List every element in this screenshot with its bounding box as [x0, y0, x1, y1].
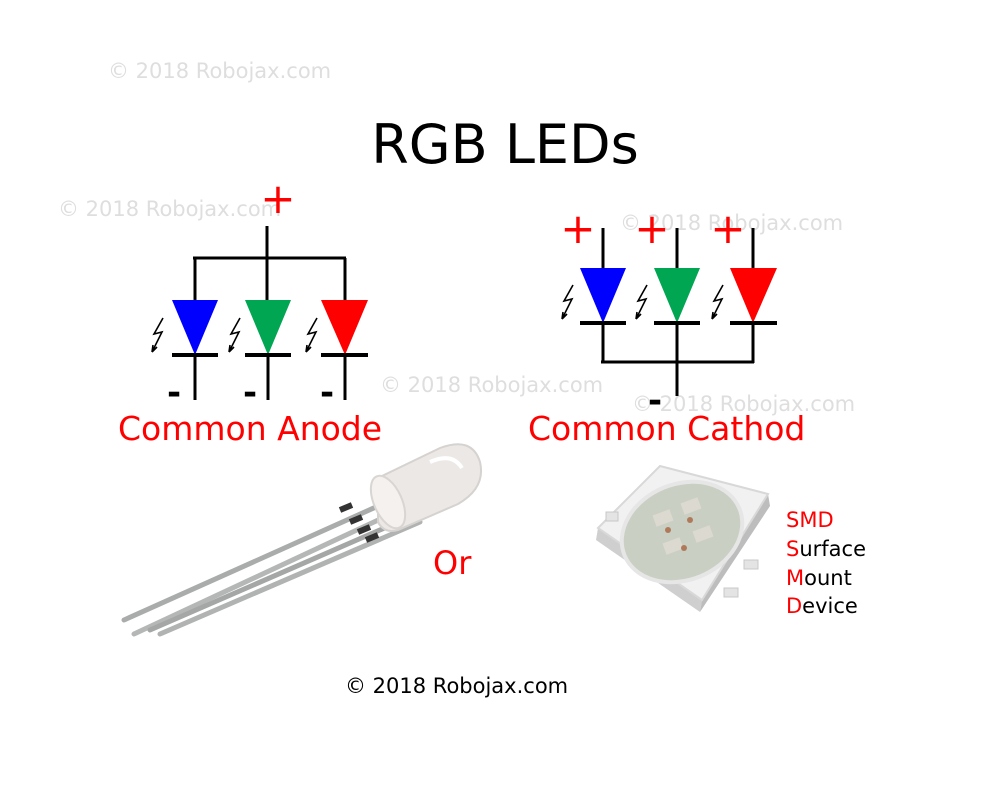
watermark: © 2018 Robojax.com [620, 211, 843, 235]
anode-minus-sign: - [243, 373, 257, 413]
cathode-plus-sign: + [710, 204, 745, 253]
smd-word-device: Device [786, 594, 858, 618]
page-title: RGB LEDs [371, 113, 639, 176]
watermark: © 2018 Robojax.com [108, 59, 331, 83]
smd-die-pad [652, 509, 674, 527]
smd-die [665, 527, 671, 533]
light-emission-icon [635, 284, 648, 320]
led-leg-band [364, 532, 380, 543]
light-emission-icon [711, 284, 724, 320]
smd-led-image [596, 464, 770, 612]
smd-side-face [700, 494, 770, 612]
cathode-plus-sign: + [560, 204, 595, 253]
watermark: © 2018 Robojax.com [380, 373, 603, 397]
smd-word-rest: ount [804, 566, 852, 590]
green-diode-icon [654, 268, 700, 323]
smd-word-rest: urface [799, 537, 866, 561]
smd-lead [723, 587, 739, 598]
common-anode-schematic: + - - - [151, 174, 368, 413]
anode-plus-sign: + [260, 174, 295, 223]
light-emission-icon [151, 317, 164, 353]
smd-initial: D [786, 594, 802, 618]
led-highlight [429, 456, 464, 470]
smd-initial: M [786, 566, 804, 590]
cathode-minus-sign: - [648, 381, 662, 421]
smd-word-mount: Mount [786, 566, 852, 590]
led-leg-band [338, 502, 354, 513]
or-label: Or [433, 544, 472, 582]
smd-word-surface: Surface [786, 537, 866, 561]
watermark: © 2018 Robojax.com [58, 197, 281, 221]
anode-minus-sign: - [320, 373, 334, 413]
smd-initial: S [786, 537, 799, 561]
smd-die [681, 545, 687, 551]
light-emission-icon [561, 284, 574, 320]
smd-lead [743, 559, 759, 570]
copyright-footer: © 2018 Robojax.com [345, 674, 568, 698]
common-cathode-schematic: + + + - [560, 204, 777, 421]
smd-die [687, 517, 693, 523]
cathode-plus-sign: + [634, 204, 669, 253]
smd-acronym: SMD [786, 508, 834, 532]
led-leg-band [356, 524, 372, 535]
led-leg [157, 519, 423, 637]
red-diode-icon [730, 268, 777, 323]
smd-die-pad [680, 497, 702, 515]
light-emission-icon [228, 317, 241, 353]
smd-die-pad [662, 537, 684, 555]
green-diode-icon [245, 300, 291, 355]
blue-diode-icon [172, 300, 218, 355]
anode-minus-sign: - [167, 373, 181, 413]
light-emission-icon [305, 317, 318, 353]
blue-diode-icon [580, 268, 626, 323]
smd-lead [605, 511, 619, 522]
led-leg-band [348, 514, 364, 525]
smd-word-rest: evice [802, 594, 858, 618]
common-anode-label: Common Anode [118, 409, 382, 448]
common-cathode-label: Common Cathod [528, 409, 805, 448]
watermark: © 2018 Robojax.com [632, 392, 855, 416]
red-diode-icon [321, 300, 368, 355]
smd-die-pad [692, 525, 714, 543]
led-leg [147, 513, 415, 633]
smd-lens [619, 479, 745, 585]
led-leg [121, 495, 399, 623]
led-base-rim [369, 474, 407, 530]
through-hole-led-image [121, 443, 482, 637]
